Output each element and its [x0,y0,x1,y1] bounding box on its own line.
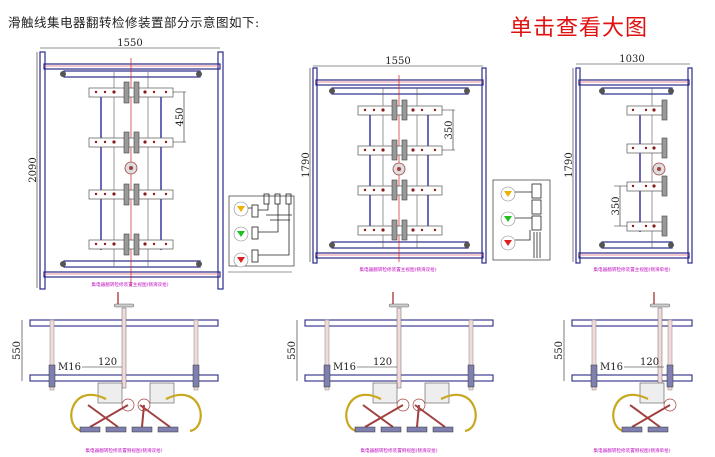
collector-shoe [79,426,101,433]
post [468,319,474,391]
height-dim-label: 1790 [301,152,312,177]
spacing-dim-label: 120 [373,357,392,368]
cable [345,393,382,433]
frame-rail-top [43,63,221,70]
height-dim-label: 550 [12,341,23,360]
indicator-green-icon [504,216,512,222]
indicator-red-icon [237,257,245,263]
rail-top [571,319,693,327]
intro-text: 滑触线集电器翻转检修装置部分示意图如下: [8,15,260,30]
collector-assembly [345,382,410,433]
drawing-caption: 集电器翻转检修装置侧视图(侧滑双拾) [360,447,437,454]
collector-shoe [432,426,454,433]
collector-assembly [70,382,135,433]
top-view-3: 1030 1790 [564,54,693,273]
indicator-red-icon [504,240,512,246]
height-dim-label: 550 [554,341,565,360]
width-dim-label: 1550 [117,38,142,49]
wheel-icon [60,261,66,267]
collector-shoe [621,426,643,433]
roller-bar-bottom [63,260,201,268]
post [324,319,330,391]
post [193,319,199,391]
top-view-2: 1550 1790 [301,56,487,273]
indicator-green-icon [237,231,245,237]
handwheel-icon[interactable] [113,303,135,308]
wiring-schematic-1 [228,193,295,273]
frame-post-left [39,51,46,290]
pitch-dim-label: 350 [611,196,622,215]
cable [165,393,202,433]
mounting-plates [88,87,174,250]
collector-shoe [647,426,669,433]
width-dim-label: 1030 [619,54,644,65]
lifting-shaft [657,307,663,389]
lifting-shaft [121,307,127,389]
drawing-caption: 集电器翻转检修装置侧视图(侧滑双拾) [85,447,162,454]
bolt-dim-label: M16 [600,362,623,373]
post [667,319,673,391]
collector-assembly [406,382,477,433]
pitch-dim-label: 450 [175,107,186,126]
wheel-icon [196,71,202,77]
indicator-yellow-icon [237,206,245,212]
frame-rail-bottom [43,271,221,278]
collector-assembly [612,382,677,433]
handwheel-icon[interactable] [649,303,671,308]
spacing-dim-label: 120 [640,357,659,368]
post [591,319,597,391]
drawing-caption: 集电器翻转检修装置主视图(侧滑双拾) [91,281,168,288]
indicator-yellow-icon [504,191,512,197]
collector-shoe [406,426,428,433]
cable [612,393,649,433]
drawing-caption: 集电器翻转检修装置主视图(侧滑单拾) [593,266,670,273]
cable [440,393,477,433]
wheel-icon [60,71,66,77]
drawing-caption: 集电器翻转检修装置主视图(侧滑双拾) [359,266,436,273]
cable [70,393,107,433]
roller-bar-top [63,70,201,78]
pitch-dim-label: 350 [444,120,455,139]
collector-shoe [380,426,402,433]
collector-shoe [105,426,127,433]
view-large-image-link[interactable]: 单击查看大图 [510,16,649,41]
bolt-dim-label: M16 [333,362,356,373]
height-dim-label: 2090 [28,157,39,182]
collector-shoe [354,426,376,433]
handwheel-icon[interactable] [388,303,410,308]
top-view-1: 1550 2090 [28,38,224,290]
post [49,319,55,391]
collector-shoe [157,426,179,433]
rail-bottom [571,374,693,382]
width-dim-label: 1550 [385,56,410,67]
drawing-caption: 集电器翻转检修装置侧视图(侧滑单拾) [593,447,670,454]
frame-post-right [217,51,224,290]
collector-shoe [131,426,153,433]
spacing-dim-label: 120 [98,357,117,368]
wiring-schematic-2 [492,179,551,261]
bolt-dim-label: M16 [58,362,81,373]
lifting-shaft [396,307,402,389]
wheel-icon [196,261,202,267]
collector-assembly [131,382,202,433]
height-dim-label: 550 [287,341,298,360]
height-dim-label: 1790 [564,152,575,177]
